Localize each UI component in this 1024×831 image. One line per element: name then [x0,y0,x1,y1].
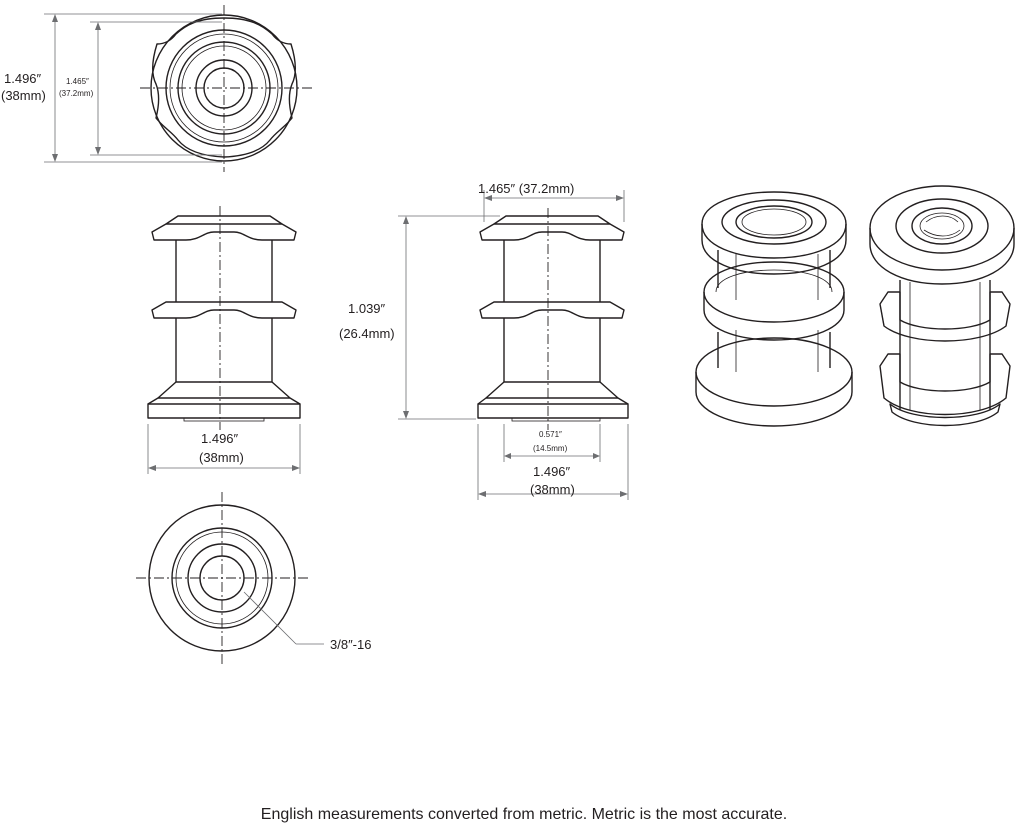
side-height-dim-in: 1.039″ [348,301,386,316]
side-base-dim-in: 1.496″ [533,464,571,479]
side-top-dim: 1.465″ (37.2mm) [478,181,574,196]
top-outer-dim-in: 1.496″ [4,71,42,86]
side-bore-dim-mm: (14.5mm) [533,444,568,453]
side-base-dim-mm: (38mm) [530,482,575,497]
isometric-view-top [695,191,853,427]
side-view [398,190,629,500]
bottom-view [136,492,324,664]
top-inner-dim-mm: (37.2mm) [59,89,94,98]
isometric-view-threaded [869,185,1015,427]
footer-note: English measurements converted from metr… [260,806,788,823]
front-view [147,206,301,474]
front-base-dim-in: 1.496″ [201,431,239,446]
side-height-dim-mm: (26.4mm) [339,326,395,341]
front-base-dim-mm: (38mm) [199,450,244,465]
top-outer-dim-mm: (38mm) [1,88,46,103]
top-inner-dim-in: 1.465″ [66,77,89,86]
top-view [44,5,312,172]
side-bore-dim-in: 0.571″ [539,430,562,439]
thread-callout: 3/8″-16 [330,637,371,652]
